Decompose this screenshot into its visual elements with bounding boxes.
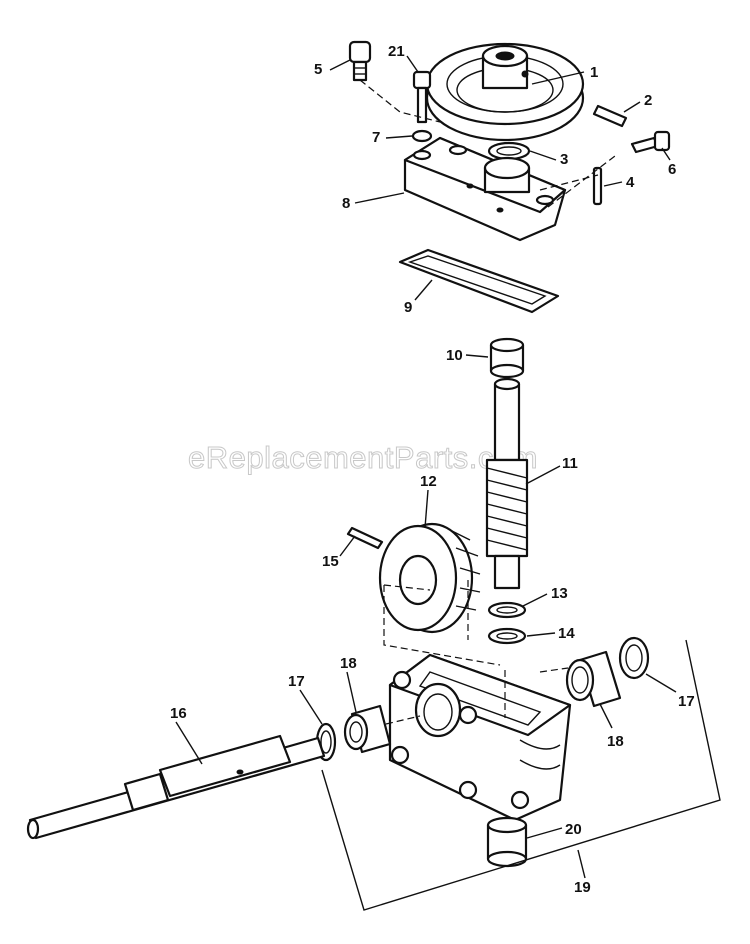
callout-6: 6 [668, 161, 676, 178]
callout-18-left: 18 [340, 655, 357, 672]
flat-washer-part[interactable] [487, 627, 527, 645]
callout-17-left: 17 [288, 673, 305, 690]
callout-17-right: 17 [678, 693, 695, 710]
callout-8: 8 [342, 195, 350, 212]
callout-18-right: 18 [607, 733, 624, 750]
callout-9: 9 [404, 299, 412, 316]
breather-plug-part[interactable] [348, 40, 372, 82]
callout-11: 11 [562, 455, 578, 472]
callout-19: 19 [574, 879, 591, 896]
assembly-guide-lines [359, 79, 616, 725]
callout-13: 13 [551, 585, 568, 602]
dowel-pin-part[interactable] [592, 166, 603, 206]
callout-3: 3 [560, 151, 568, 168]
callout-12: 12 [420, 473, 437, 490]
right-seal-part[interactable] [618, 636, 650, 680]
key-pin-part[interactable] [592, 104, 628, 128]
gear-key-part[interactable] [346, 526, 384, 550]
callout-20: 20 [565, 821, 582, 838]
callout-10: 10 [446, 347, 463, 364]
assembly-bracket [321, 639, 721, 911]
screw-part[interactable] [630, 130, 671, 154]
gearbox-cover-part[interactable] [403, 136, 567, 242]
callout-5: 5 [314, 61, 322, 78]
callout-16: 16 [170, 705, 187, 722]
thrust-washer-part[interactable] [487, 601, 527, 619]
callout-15: 15 [322, 553, 339, 570]
callout-14: 14 [558, 625, 575, 642]
right-bearing-part[interactable] [565, 650, 622, 708]
callout-1: 1 [590, 64, 598, 81]
lock-washer-part[interactable] [411, 129, 433, 143]
oil-seal-part[interactable] [487, 141, 531, 161]
callout-labels: 1 2 3 4 5 6 7 8 9 10 11 12 13 14 15 16 1… [170, 43, 695, 896]
upper-bearing-part[interactable] [489, 337, 525, 379]
worm-gear-part[interactable] [378, 522, 481, 634]
leader-lines [175, 55, 677, 839]
axle-shaft-part[interactable] [26, 734, 326, 840]
bolt-part[interactable] [412, 70, 432, 124]
gasket-part[interactable] [398, 248, 560, 314]
callout-4: 4 [626, 174, 635, 191]
lower-bearing-part[interactable] [486, 816, 528, 868]
left-bearing-part[interactable] [343, 704, 392, 754]
callout-21: 21 [388, 43, 405, 60]
callout-2: 2 [644, 92, 652, 109]
worm-shaft-part[interactable] [485, 377, 529, 590]
watermark-text: eReplacementParts.com [188, 440, 538, 475]
pulley-part[interactable] [425, 42, 585, 142]
callout-7: 7 [372, 129, 380, 146]
gearbox-housing-part[interactable] [388, 653, 572, 822]
